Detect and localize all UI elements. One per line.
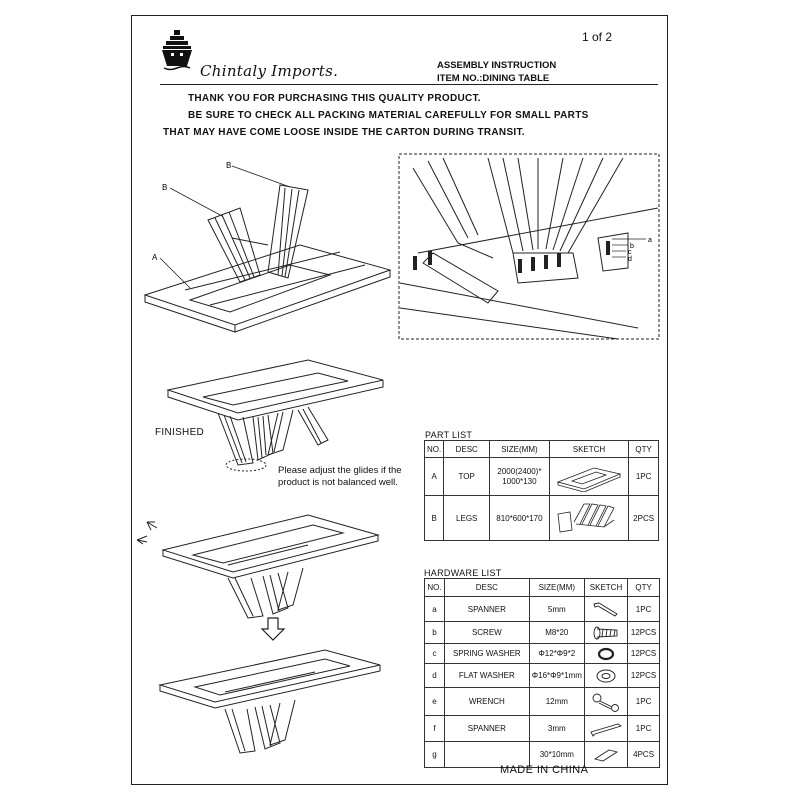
table-row: b SCREW M8*20 12PCS — [424, 621, 660, 644]
ship-logo-icon — [160, 28, 194, 72]
hardware-list-header: DESC — [443, 578, 530, 597]
glide-adjust-note: Please adjust the glides if the product … — [278, 465, 402, 488]
brand-name: Chintaly Imports. — [200, 62, 339, 80]
table-row: f SPANNER 3mm 1PC — [424, 715, 660, 742]
hw-size: 3mm — [528, 715, 585, 742]
wrench-icon — [583, 687, 629, 716]
flat-washer-icon — [583, 663, 629, 688]
hw-size: Φ12*Φ9*2 — [528, 643, 585, 664]
document-heading: ASSEMBLY INSTRUCTION ITEM NO.:DINING TAB… — [437, 59, 556, 85]
table-row: a SPANNER 5mm 1PC — [424, 596, 660, 622]
table-row: A TOP 2000(2400)* 1000*130 1PC — [423, 457, 659, 496]
hw-qty: 4PCS — [627, 741, 660, 768]
intro-line-3: THAT MAY HAVE COME LOOSE INSIDE THE CART… — [163, 127, 525, 138]
part-list-header: NO. — [423, 440, 445, 458]
hw-size: 12mm — [528, 687, 585, 716]
label-hw-d: d — [628, 256, 632, 263]
part-qty: 1PC — [628, 457, 659, 496]
hw-no: d — [424, 663, 445, 688]
hardware-list-title: HARDWARE LIST — [424, 568, 502, 578]
part-no: B — [423, 495, 445, 541]
screw-icon — [583, 621, 629, 644]
hw-size: M8*20 — [528, 621, 585, 644]
hw-qty: 12PCS — [627, 663, 660, 688]
hardware-list-header: SKETCH — [583, 578, 629, 597]
down-arrow-icon — [260, 617, 286, 641]
hw-desc: SCREW — [443, 621, 530, 644]
hw-no: c — [424, 643, 445, 664]
part-no: A — [423, 457, 445, 496]
table-row: B LEGS 810*600*170 2PCS — [423, 495, 659, 541]
label-part-b-1: B — [162, 183, 167, 192]
hw-no: b — [424, 621, 445, 644]
hardware-list-table: NO. DESC SIZE(MM) SKETCH QTY a SPANNER 5… — [424, 578, 660, 768]
table-row: e WRENCH 12mm 1PC — [424, 687, 660, 716]
page-indicator: 1 of 2 — [582, 30, 613, 44]
finished-table-diagram — [158, 355, 388, 475]
hardware-list-header: QTY — [627, 578, 660, 597]
assembly-step-1-diagram: B B A — [140, 160, 395, 340]
label-part-a: A — [152, 253, 158, 262]
label-hw-a: a — [648, 237, 652, 244]
table-row: c SPRING WASHER Φ12*Φ9*2 12PCS — [424, 643, 660, 664]
hw-qty: 1PC — [627, 687, 660, 716]
hw-desc: SPRING WASHER — [443, 643, 530, 664]
hardware-list-header: NO. — [424, 578, 445, 597]
part-list-header: DESC — [443, 440, 491, 458]
part-desc: LEGS — [443, 495, 491, 541]
hw-size: 30*10mm — [528, 741, 585, 768]
hw-desc — [443, 741, 530, 768]
part-qty: 2PCS — [628, 495, 659, 541]
part-size: 2000(2400)* 1000*130 — [489, 457, 550, 496]
legs-sketch — [548, 495, 630, 541]
doc-title: ASSEMBLY INSTRUCTION — [437, 60, 557, 71]
label-hw-c: c — [628, 249, 632, 256]
header-divider — [160, 84, 658, 85]
hardware-list-header: SIZE(MM) — [528, 578, 585, 597]
part-list-table: NO. DESC SIZE(MM) SKETCH QTY A TOP 2000(… — [423, 440, 659, 541]
hw-size: Φ16*Φ9*1mm — [528, 663, 585, 688]
hw-no: e — [424, 687, 445, 716]
intro-line-2: BE SURE TO CHECK ALL PACKING MATERIAL CA… — [188, 110, 589, 121]
hw-no: g — [424, 741, 445, 768]
spring-washer-icon — [583, 643, 629, 664]
hw-no: f — [424, 715, 445, 742]
hw-desc: SPANNER — [443, 715, 530, 742]
label-hw-b: b — [630, 243, 634, 250]
hw-qty: 12PCS — [627, 643, 660, 664]
extension-step-2-diagram — [155, 645, 385, 755]
table-top-sketch — [548, 457, 630, 496]
intro-line-1: THANK YOU FOR PURCHASING THIS QUALITY PR… — [188, 93, 481, 104]
extension-step-1-diagram — [133, 510, 383, 620]
hw-desc: SPANNER — [443, 596, 530, 622]
assembly-detail-diagram: a b c d — [398, 153, 660, 340]
part-list-header: SIZE(MM) — [489, 440, 550, 458]
table-row: d FLAT WASHER Φ16*Φ9*1mm 12PCS — [424, 663, 660, 688]
part-list-title: PART LIST — [425, 430, 473, 440]
table-row: g 30*10mm 4PCS — [424, 741, 660, 768]
part-list-header: SKETCH — [548, 440, 630, 458]
part-list-header: QTY — [628, 440, 659, 458]
part-desc: TOP — [443, 457, 491, 496]
hw-desc: FLAT WASHER — [443, 663, 530, 688]
small-hex-key-icon — [583, 715, 629, 742]
made-in-label: MADE IN CHINA — [500, 764, 589, 776]
hw-qty: 12PCS — [627, 621, 660, 644]
hw-qty: 1PC — [627, 596, 660, 622]
finished-label: FINISHED — [155, 427, 205, 438]
label-part-b-2: B — [226, 161, 231, 170]
hw-no: a — [424, 596, 445, 622]
felt-pad-icon — [583, 741, 629, 768]
item-number: ITEM NO.:DINING TABLE — [437, 73, 550, 84]
hw-desc: WRENCH — [443, 687, 530, 716]
hw-size: 5mm — [528, 596, 585, 622]
hex-key-icon — [583, 596, 629, 622]
part-size: 810*600*170 — [489, 495, 550, 541]
hw-qty: 1PC — [627, 715, 660, 742]
